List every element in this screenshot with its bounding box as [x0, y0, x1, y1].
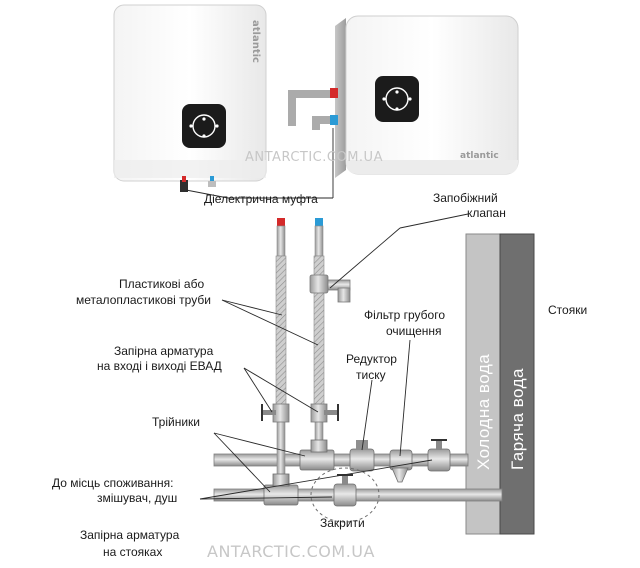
pressure-reducer	[349, 440, 375, 472]
hot-riser-label: Гаряча вода	[508, 368, 527, 470]
closed-label: Закрити	[320, 516, 365, 530]
shutoff-valve-hot-line	[261, 403, 290, 423]
filter-label-1: Фільтр грубого	[364, 308, 445, 322]
water-heater-front: atlantic	[113, 4, 267, 192]
riser-valve-hot	[333, 474, 357, 507]
watermark-bottom: ANTARCTIC.COM.UA	[207, 542, 375, 561]
safety-valve	[309, 274, 351, 303]
watermark-top: ANTARCTIC.COM.UA	[245, 150, 383, 165]
pipes-label-1: Пластикові або	[119, 277, 204, 291]
labels: Діелектрична муфта Запобіжний клапан Сто…	[52, 191, 587, 559]
leader-lines	[185, 128, 469, 500]
heater-angled-pipes	[288, 88, 338, 130]
consumers-label-1: До місць споживання:	[52, 476, 173, 490]
shutoff-label-2: на вході і виході ЕВАД	[97, 359, 222, 373]
pipes-label-2: металопластикові труби	[76, 293, 211, 307]
shutoff-valve-cold-line	[310, 403, 339, 423]
shutoff-label-1: Запірна арматура	[114, 344, 214, 358]
reducer-label-1: Редуктор	[346, 352, 397, 366]
tee-hot	[263, 473, 299, 506]
water-heater-angled: atlantic	[288, 15, 519, 178]
tee-cold	[299, 439, 335, 471]
brand-logo-front: atlantic	[250, 20, 261, 63]
dielectric-coupling-label: Діелектрична муфта	[204, 192, 318, 206]
control-panel-front	[182, 104, 226, 148]
reducer-label-2: тиску	[356, 368, 386, 382]
coarse-filter	[389, 449, 413, 483]
riser-valve-cold	[427, 439, 451, 472]
riser-shutoff-label-2: на стояках	[103, 545, 162, 559]
consumers-label-2: змішувач, душ	[97, 491, 177, 505]
safety-valve-label-2: клапан	[467, 206, 506, 220]
risers-label: Стояки	[548, 303, 587, 317]
heater-front-connections	[180, 176, 216, 192]
brand-logo-angled: atlantic	[460, 151, 499, 161]
tees-label: Трійники	[152, 415, 200, 429]
control-panel-angled	[375, 76, 419, 122]
cold-riser-label: Холодна вода	[474, 354, 493, 470]
hot-water-riser: Гаряча вода	[499, 233, 535, 535]
cold-water-riser: Холодна вода	[465, 233, 501, 535]
filter-label-2: очищення	[386, 324, 442, 338]
safety-valve-label-1: Запобіжний	[433, 191, 498, 205]
closed-bypass-indicator	[310, 467, 380, 523]
riser-shutoff-label-1: Запірна арматура	[80, 528, 180, 542]
